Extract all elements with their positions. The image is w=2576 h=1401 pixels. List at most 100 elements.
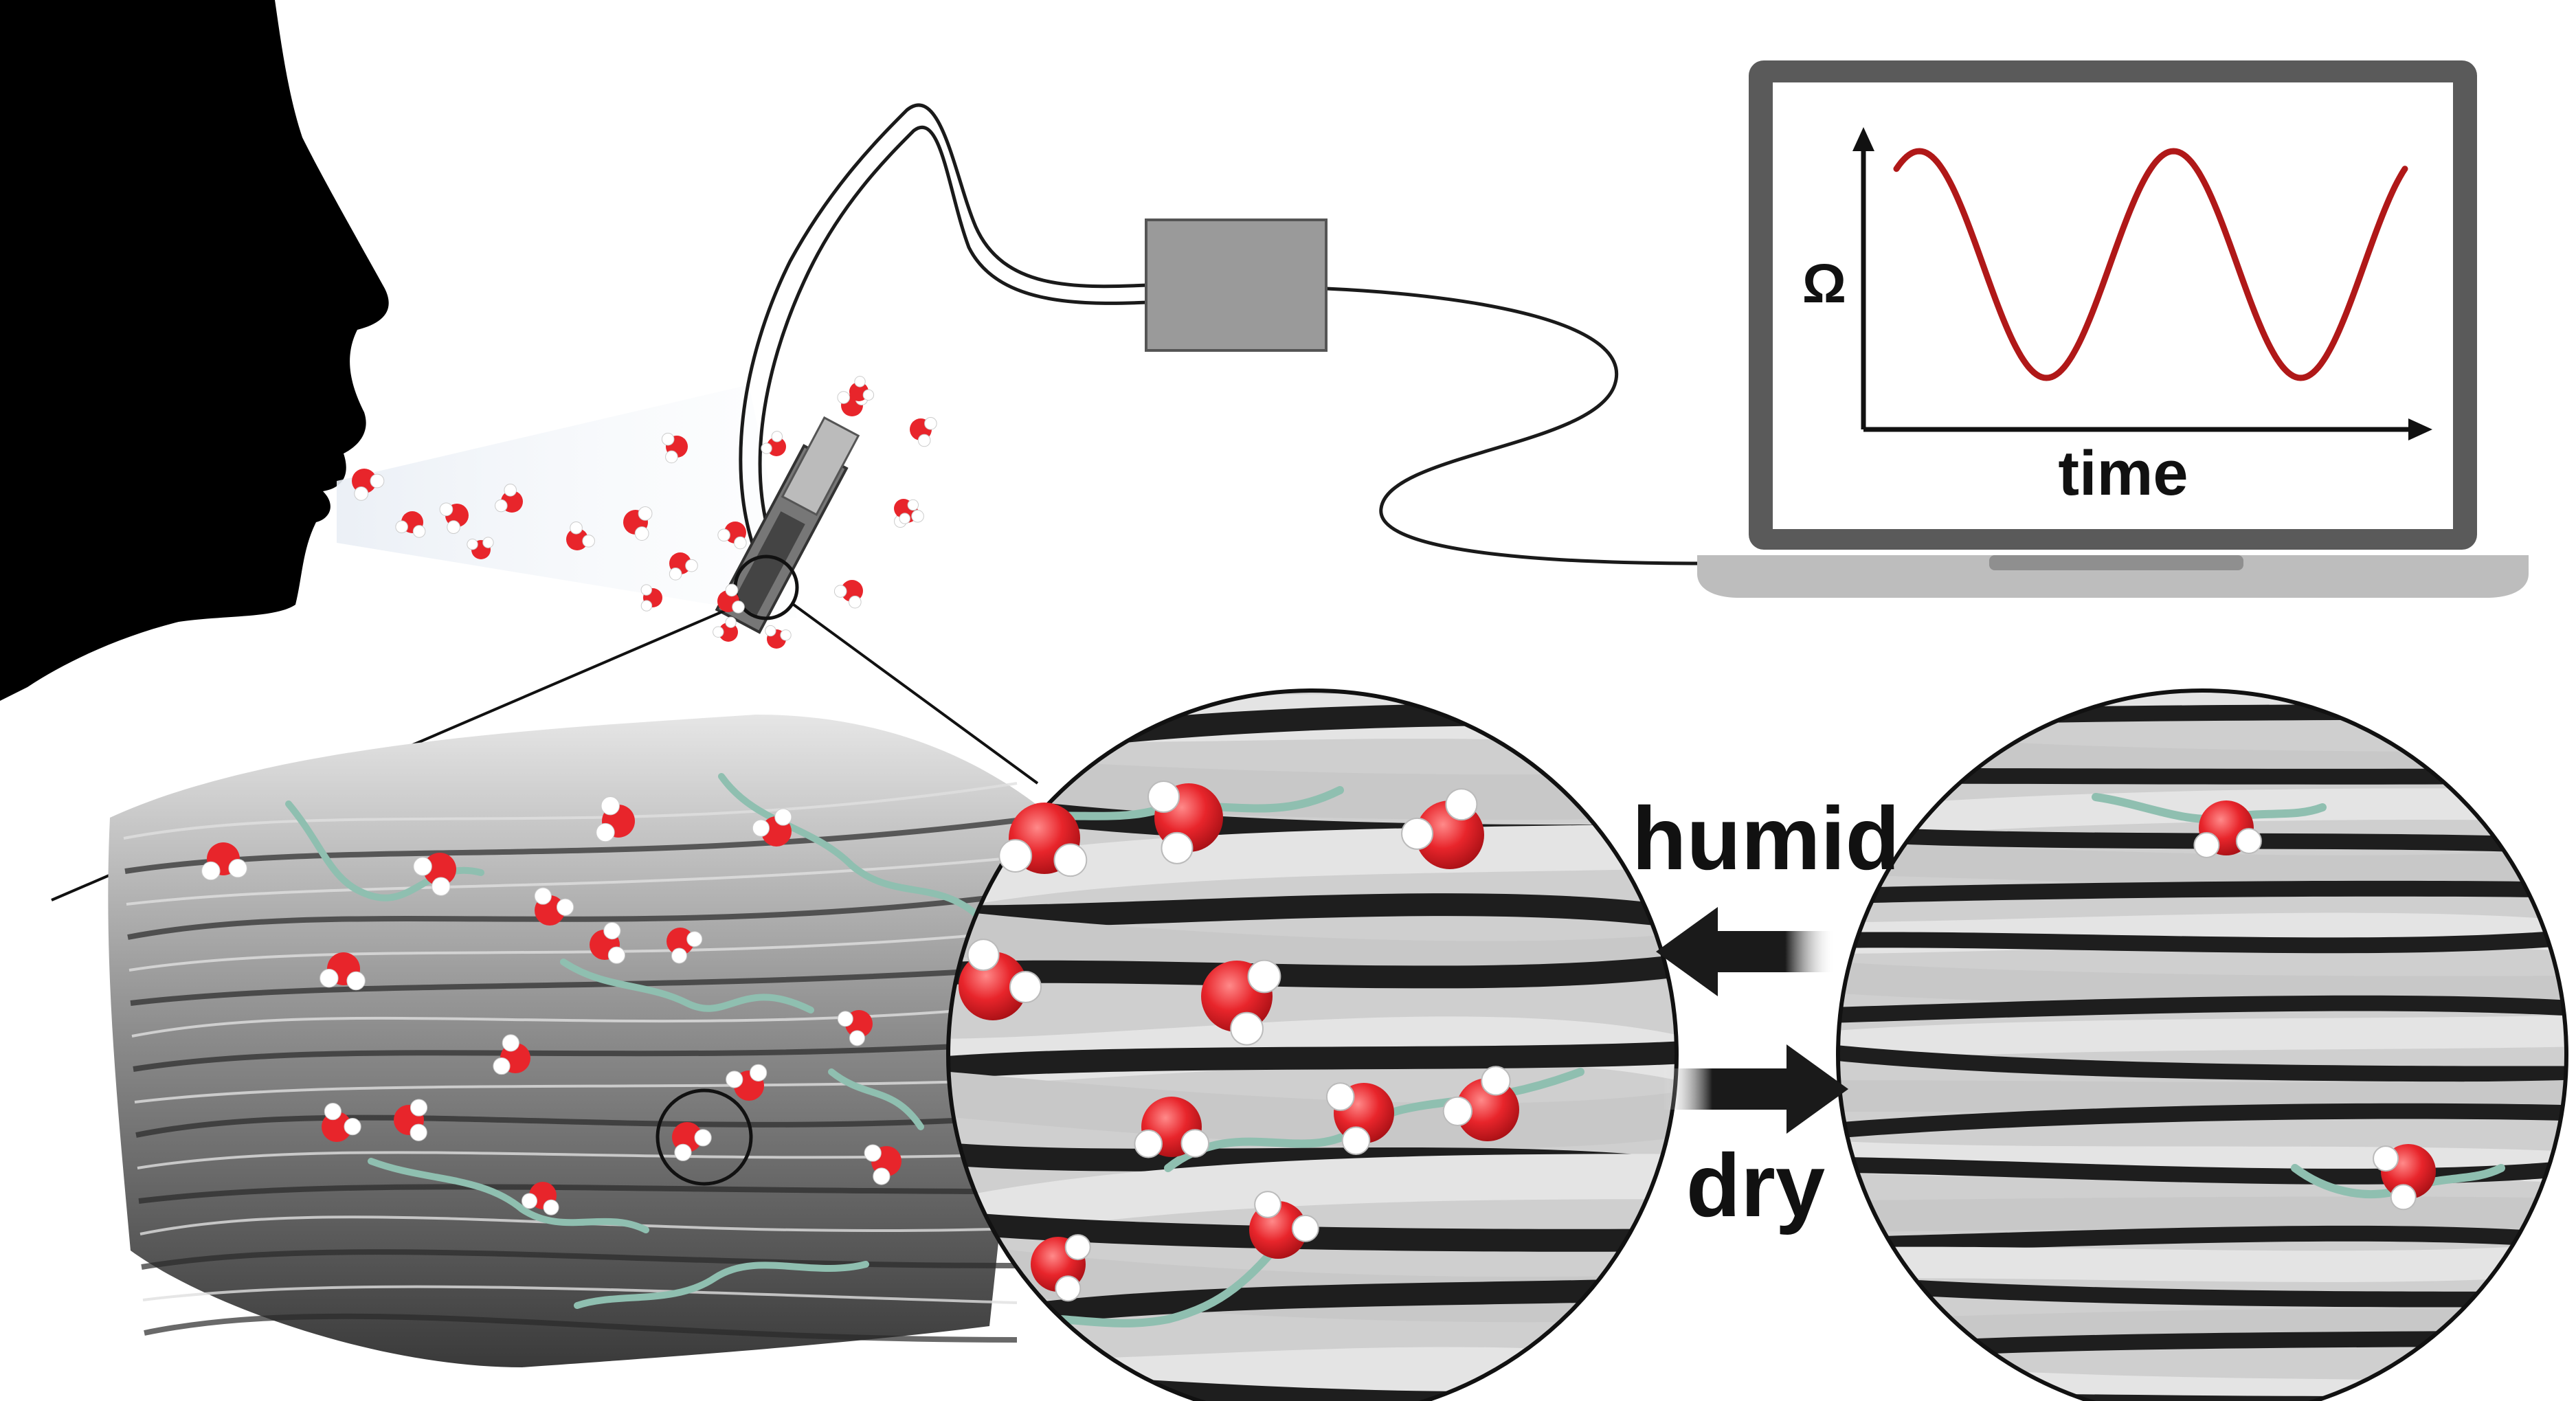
water-molecule-icon (522, 1182, 559, 1215)
water-molecule-icon (320, 952, 366, 991)
stack-sheet-edge (128, 930, 1018, 972)
breath-plume (337, 385, 797, 618)
layer-gap (1838, 767, 2566, 785)
water-molecule-icon (495, 484, 523, 513)
layer-gap (948, 1363, 1677, 1401)
water-molecule-icon (2373, 1144, 2436, 1211)
water-molecule-icon (439, 502, 469, 535)
water-molecule-icon (322, 1102, 361, 1142)
stack-sheet-edge (127, 892, 1018, 940)
water-molecule-icon (726, 1064, 768, 1101)
water-molecule-icon (395, 511, 426, 538)
water-molecule-icon (717, 583, 745, 614)
layer-sheet (1838, 1015, 2566, 1064)
arrow-left-icon (1656, 907, 1835, 996)
stack-sheet-edge (123, 782, 1018, 840)
layer-sheet (1838, 1196, 2566, 1233)
water-molecule-icon (837, 1010, 873, 1046)
water-molecule-icon (959, 939, 1042, 1020)
layer-gap (1838, 995, 2566, 1024)
water-molecule-icon (717, 522, 747, 550)
layer-gap (1838, 1273, 2566, 1308)
water-molecule-icon (352, 469, 385, 501)
humid-label: humid (1632, 788, 1900, 888)
layer-gap (948, 1040, 1677, 1081)
laptop-icon (1697, 60, 2529, 598)
plot-x-axis-label: time (2058, 438, 2188, 508)
stack-sheet-edge (138, 1184, 1018, 1204)
water-molecule-icon (669, 552, 698, 581)
stack-sheet-edge (126, 856, 1018, 906)
stack-sheet-edge (137, 1151, 1018, 1169)
water-molecule-icon (910, 417, 937, 447)
data-acquisition-box-icon (1145, 218, 1328, 352)
stack-sheet-edge (139, 1215, 1018, 1235)
water-molecule-icon (590, 922, 625, 964)
layer-gap (948, 1277, 1677, 1341)
zoom-spot-stack (656, 1088, 753, 1186)
layer-gap (948, 952, 1677, 989)
water-molecule-icon (623, 506, 653, 541)
water-molecule-icon (1325, 1082, 1394, 1155)
water-molecule-icon (1442, 1066, 1519, 1141)
water-molecule-icon (1134, 1097, 1210, 1158)
water-molecule-icon (765, 625, 792, 649)
layer-sheet (948, 752, 1677, 820)
stack-sheet-edge (141, 1249, 1018, 1270)
sensor-chip-icon (715, 416, 860, 634)
layer-gap (1838, 880, 2566, 905)
box-to-laptop-cable (1325, 287, 1705, 565)
water-molecule-icon (394, 1099, 428, 1141)
water-molecules (201, 376, 2436, 1302)
layered-film-stack (108, 715, 1045, 1367)
water-molecule-icon (1249, 1191, 1319, 1259)
water-molecule-icon (713, 616, 738, 642)
water-molecule-icon (998, 803, 1088, 877)
layer-gap (1838, 1103, 2566, 1140)
water-molecule-icon (596, 796, 635, 842)
stack-sheet-edge (142, 1285, 1018, 1304)
water-molecule-icon (661, 432, 688, 464)
stack-sheet-edge (144, 1313, 1018, 1343)
layer-gap (948, 893, 1677, 932)
human-face-silhouette-icon (0, 0, 389, 701)
water-molecule-icon (1031, 1234, 1091, 1302)
plot-y-axis-label: Ω (1802, 253, 1846, 314)
water-molecule-icon (667, 928, 703, 964)
layer-sheet (1838, 1242, 2566, 1282)
layer-gap (1838, 1043, 2566, 1082)
water-molecule-icon (864, 1144, 901, 1185)
arrow-right-icon (1663, 1044, 1848, 1134)
water-molecule-icon (1201, 959, 1281, 1046)
water-molecule-icon (640, 584, 662, 612)
water-molecule-icon (2193, 800, 2262, 858)
sensor-cables (739, 103, 1148, 572)
water-molecule-icon (849, 376, 875, 401)
water-molecule-icon (413, 853, 456, 896)
water-molecule-icon (752, 808, 792, 847)
zoom-circle-dry (1836, 688, 2568, 1401)
water-molecule-icon (833, 580, 863, 609)
stack-sheet-edge (130, 966, 1018, 1006)
water-molecule-icon (894, 499, 919, 524)
dry-label: dry (1686, 1135, 1825, 1235)
plot-x-axis-arrow-icon (2408, 418, 2432, 440)
plot-y-axis-arrow-icon (1852, 127, 1874, 151)
water-molecule-icon (201, 842, 247, 881)
water-molecule-icon (493, 1034, 530, 1075)
water-molecule-icon (566, 521, 595, 550)
water-molecule-icon (1401, 788, 1484, 869)
stack-sheet-edge (135, 1114, 1018, 1138)
water-molecule-icon (467, 537, 494, 559)
water-molecule-icon (534, 887, 574, 926)
water-molecule-icon (672, 1122, 712, 1161)
layer-sheet (1838, 843, 2566, 887)
resistance-plot: Ω time (1802, 127, 2432, 508)
layer-gap (1838, 928, 2566, 954)
layer-sheet (948, 822, 1677, 913)
layer-sheet (948, 1154, 1677, 1249)
layer-gap (1838, 1225, 2566, 1253)
water-molecule-icon (1147, 781, 1223, 864)
water-molecule-icon (761, 431, 786, 456)
